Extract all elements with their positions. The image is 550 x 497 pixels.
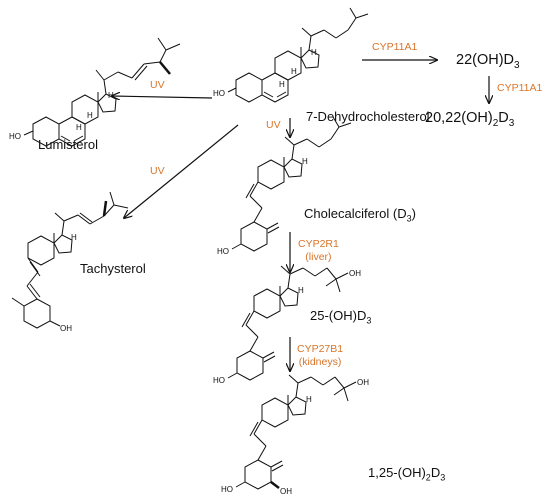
- lumisterol-structure: [23, 37, 181, 147]
- oh125-ho-label: HO: [221, 485, 233, 494]
- arrow-to-lumisterol: [112, 96, 213, 98]
- cholecalciferol-h-label: H: [302, 157, 308, 166]
- tachysterol-h-label: H: [71, 233, 77, 242]
- reaction-arrows: [112, 60, 489, 371]
- oh25-oh-label: OH: [349, 269, 361, 278]
- enzyme-cyp2r1: CYP2R1 (liver): [298, 238, 339, 264]
- enzyme-uv-lumisterol: UV: [150, 79, 165, 91]
- tachysterol-oh-label: OH: [60, 324, 72, 333]
- label-22-oh-d3: 22(OH)D3: [456, 52, 520, 71]
- oh125-oh-label-2: OH: [280, 487, 292, 496]
- lumisterol-h-label: H: [108, 91, 114, 100]
- label-7-dehydrocholesterol: 7-Dehydrocholesterol: [306, 109, 430, 124]
- label-tachysterol: Tachysterol: [80, 261, 146, 276]
- enzyme-cyp11a1-second: CYP11A1: [497, 82, 543, 94]
- oh125-oh-label: OH: [357, 378, 369, 387]
- label-lumisterol: Lumisterol: [38, 137, 98, 152]
- cholecalciferol-ho-label: HO: [217, 247, 229, 256]
- lumisterol-h-label-3: H: [76, 123, 82, 132]
- oh25-ho-label: HO: [213, 376, 225, 385]
- oh25-structure: [227, 265, 349, 381]
- lumisterol-ho-label: HO: [9, 132, 21, 141]
- label-1-25-oh2-d3: 1,25-(OH)2D3: [368, 465, 446, 483]
- arrow-to-tachysterol: [124, 124, 239, 218]
- label-cholecalciferol: Cholecalciferol (D3): [304, 206, 416, 224]
- oh125-h-label: H: [306, 395, 312, 404]
- oh125-structure: [235, 374, 357, 490]
- enzyme-cyp27b1: CYP27B1 (kidneys): [297, 343, 344, 369]
- dhc-h-label: H: [311, 48, 317, 57]
- dehydrocholesterol-structure: [227, 7, 369, 103]
- tachysterol-structure: [11, 191, 129, 329]
- cholecalciferol-structure: [231, 116, 352, 252]
- enzyme-uv-cholecalciferol: UV: [266, 119, 281, 131]
- enzyme-uv-tachysterol: UV: [150, 165, 165, 177]
- enzyme-cyp11a1-first: CYP11A1: [372, 41, 418, 53]
- label-20-22-oh2-d3: 20,22(OH)2D3: [425, 110, 515, 129]
- lumisterol-h-label-2: H: [87, 111, 93, 120]
- oh25-h-label: H: [298, 286, 304, 295]
- dhc-h-label-2: H: [291, 67, 297, 76]
- dhc-ho-label: HO: [213, 89, 225, 98]
- dhc-h-label-3: H: [279, 80, 285, 89]
- label-25-oh-d3: 25-(OH)D3: [310, 308, 372, 326]
